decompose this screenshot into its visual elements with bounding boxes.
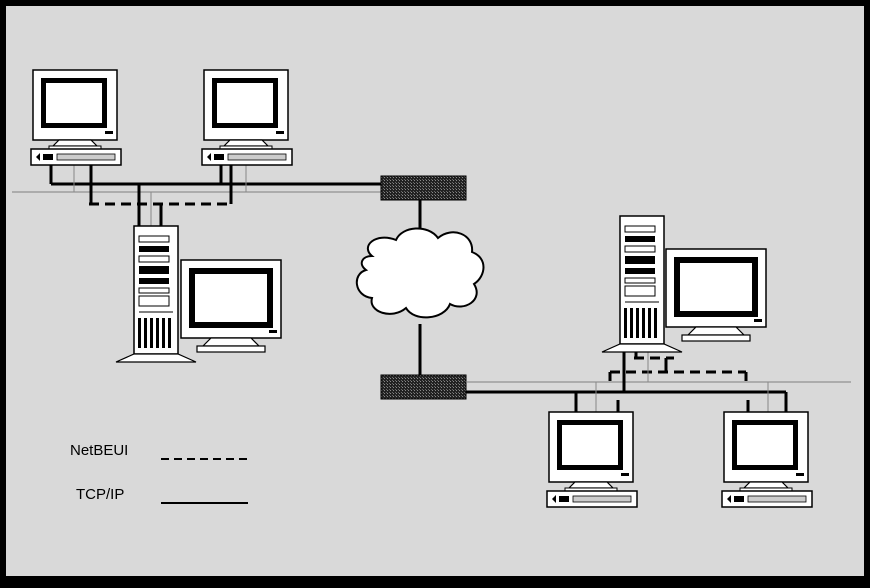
server-1-monitor bbox=[180, 259, 282, 353]
netbeui-link bbox=[89, 164, 233, 228]
tcpip-link-right bbox=[466, 350, 788, 416]
wan-cloud bbox=[356, 227, 485, 319]
workstation-3 bbox=[546, 411, 638, 508]
router-2 bbox=[380, 374, 467, 400]
tcpip-link bbox=[49, 164, 381, 228]
netbeui-link-right bbox=[608, 350, 750, 416]
router-1 bbox=[380, 175, 467, 201]
legend-tcpip-label: TCP/IP bbox=[76, 486, 125, 503]
workstation-2 bbox=[201, 69, 293, 166]
server-2-monitor bbox=[665, 248, 767, 342]
network-diagram bbox=[12, 69, 851, 508]
workstation-4 bbox=[721, 411, 813, 508]
workstation-1 bbox=[30, 69, 122, 166]
legend-netbeui-label: NetBEUI bbox=[70, 442, 129, 459]
